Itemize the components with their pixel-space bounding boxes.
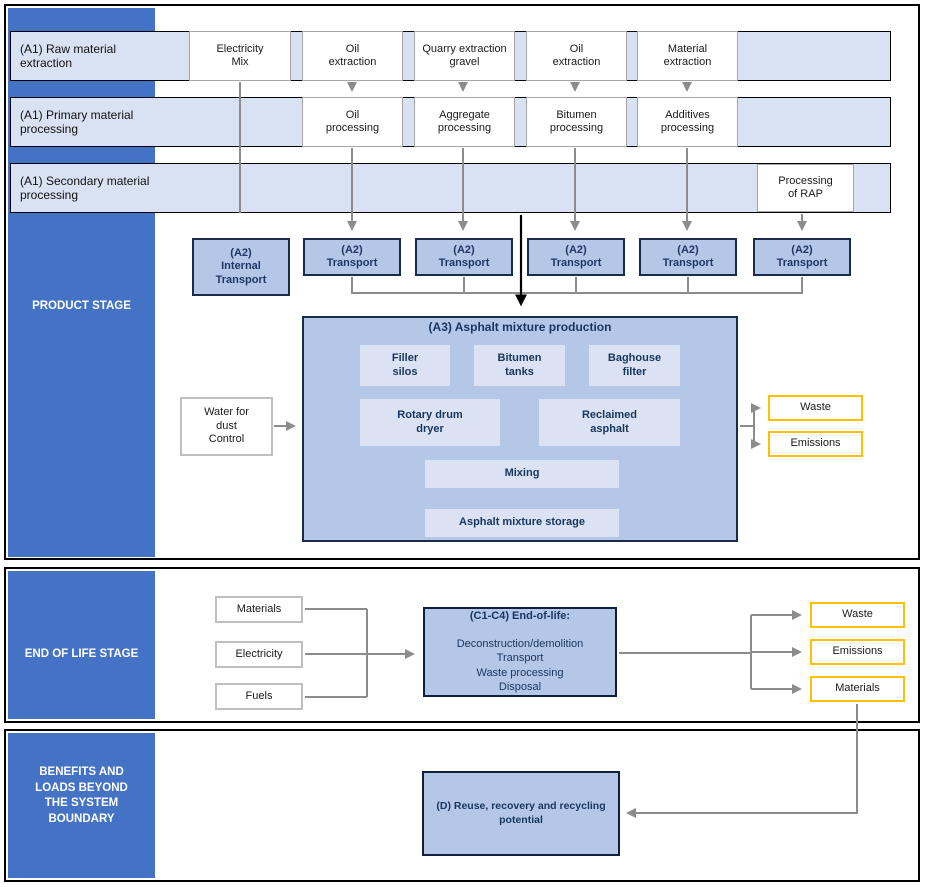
box-processing-of-rap: Processing of RAP xyxy=(757,164,854,212)
box-oil-extraction-1: Oil extraction xyxy=(302,31,403,81)
box-filler-silos: Filler silos xyxy=(360,345,450,386)
box-asphalt-mixture-storage: Asphalt mixture storage xyxy=(425,509,619,537)
product-stage-sidebar xyxy=(8,8,155,557)
box-a3-asphalt-mixture-production: (A3) Asphalt mixture production Filler s… xyxy=(302,316,738,542)
box-oil-extraction-2: Oil extraction xyxy=(526,31,627,81)
box-a2-internal-transport: (A2) Internal Transport xyxy=(192,238,290,296)
c1c4-title: (C1-C4) End-of-life: xyxy=(469,609,571,622)
benefits-stage-label: BENEFITS AND LOADS BEYOND THE SYSTEM BOU… xyxy=(35,766,128,825)
box-a2-transport-5: (A2) Transport xyxy=(753,238,851,276)
band-secondary-material-processing: (A1) Secondary material processing xyxy=(10,163,891,213)
box-eol-materials-input: Materials xyxy=(215,596,303,623)
box-baghouse-filter: Baghouse filter xyxy=(589,345,680,386)
box-quarry-extraction-gravel: Quarry extraction gravel xyxy=(414,31,515,81)
product-stage-label: PRODUCT STAGE xyxy=(32,300,131,312)
box-a2-transport-2: (A2) Transport xyxy=(415,238,513,276)
box-eol-electricity-input: Electricity xyxy=(215,641,303,668)
a3-title: (A3) Asphalt mixture production xyxy=(428,320,612,334)
box-product-emissions-output: Emissions xyxy=(768,431,863,457)
box-a2-transport-1: (A2) Transport xyxy=(303,238,401,276)
box-c1-c4-end-of-life: (C1-C4) End-of-life: Deconstruction/demo… xyxy=(423,607,617,697)
box-bitumen-processing: Bitumen processing xyxy=(526,97,627,147)
c1c4-steps: Deconstruction/demolition Transport Wast… xyxy=(456,637,584,694)
box-bitumen-tanks: Bitumen tanks xyxy=(474,345,565,386)
box-oil-processing: Oil processing xyxy=(302,97,403,147)
band-raw-label: (A1) Raw material extraction xyxy=(20,41,117,71)
box-water-for-dust-control: Water for dust Control xyxy=(180,397,273,456)
end-of-life-stage-label: END OF LIFE STAGE xyxy=(24,648,139,660)
end-of-life-sidebar xyxy=(8,571,155,719)
box-a2-transport-4: (A2) Transport xyxy=(639,238,737,276)
box-rotary-drum-dryer: Rotary drum dryer xyxy=(360,399,500,446)
box-material-extraction: Material extraction xyxy=(637,31,738,81)
box-a2-transport-3: (A2) Transport xyxy=(527,238,625,276)
box-additives-processing: Additives processing xyxy=(637,97,738,147)
box-d-reuse-recovery-recycling: (D) Reuse, recovery and recycling potent… xyxy=(422,771,620,856)
box-mixing: Mixing xyxy=(425,460,619,488)
box-eol-fuels-input: Fuels xyxy=(215,683,303,710)
box-eol-emissions-output: Emissions xyxy=(810,639,905,665)
box-aggregate-processing: Aggregate processing xyxy=(414,97,515,147)
benefits-sidebar xyxy=(8,733,155,878)
band-secondary-label: (A1) Secondary material processing xyxy=(20,173,150,203)
box-product-waste-output: Waste xyxy=(768,395,863,421)
box-eol-materials-output: Materials xyxy=(810,676,905,702)
box-electricity-mix: Electricity Mix xyxy=(189,31,291,81)
box-reclaimed-asphalt: Reclaimed asphalt xyxy=(539,399,680,446)
band-primary-label: (A1) Primary material processing xyxy=(20,107,134,137)
box-eol-waste-output: Waste xyxy=(810,602,905,628)
